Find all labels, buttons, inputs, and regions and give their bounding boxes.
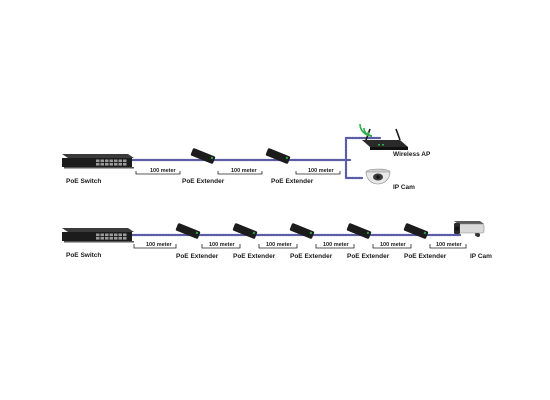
top-extender-1 <box>190 148 216 164</box>
bottom-extender-3-label: PoE Extender <box>290 253 333 260</box>
bottom-distance-bracket-5 <box>372 244 412 249</box>
wireless-ap-label: Wireless AP <box>393 151 431 158</box>
bottom-distance-bracket-1 <box>133 244 177 249</box>
top-ip-cam-label: IP Cam <box>393 184 415 191</box>
top-extender-2-label: PoE Extender <box>271 178 314 185</box>
bottom-extender-5 <box>403 223 429 239</box>
bottom-distance-label-1: 100 meter <box>146 242 173 248</box>
bottom-extender-5-label: PoE Extender <box>404 253 447 260</box>
wireless-ap-icon <box>362 128 408 150</box>
top-distance-bracket-2 <box>217 171 263 175</box>
top-extender-2 <box>265 148 291 164</box>
bottom-distance-label-4: 100 meter <box>323 242 350 248</box>
bottom-extender-4 <box>346 223 372 239</box>
top-cables <box>130 136 382 180</box>
top-extender-1-label: PoE Extender <box>182 178 225 185</box>
bullet-camera-icon <box>454 221 485 237</box>
bottom-distance-label-2: 100 meter <box>209 242 236 248</box>
bottom-distance-bracket-6 <box>429 244 467 249</box>
top-distance-label-2: 100 meter <box>231 168 258 174</box>
bottom-distance-label-6: 100 meter <box>436 242 463 248</box>
bottom-extender-2-label: PoE Extender <box>233 253 276 260</box>
wifi-signal-icon <box>359 123 373 137</box>
bottom-switch-ports-icon <box>96 233 127 240</box>
bottom-extender-3 <box>289 223 315 239</box>
bottom-distance-bracket-4 <box>315 244 355 249</box>
top-row: PoE Switch PoE Extender PoE Extender 100… <box>62 123 431 191</box>
top-distance-label-1: 100 meter <box>150 168 177 174</box>
bottom-poe-switch <box>62 228 134 243</box>
dome-camera-icon <box>365 168 391 185</box>
top-distance-bracket-3 <box>295 171 341 175</box>
bottom-distance-label-3: 100 meter <box>266 242 293 248</box>
top-distance-label-3: 100 meter <box>308 168 335 174</box>
top-switch-ports-icon <box>96 159 127 166</box>
bottom-distance-bracket-3 <box>258 244 298 249</box>
top-poe-switch <box>62 154 134 169</box>
bottom-extender-1-label: PoE Extender <box>176 253 219 260</box>
bottom-distance-label-5: 100 meter <box>380 242 407 248</box>
bottom-switch-label: PoE Switch <box>66 252 101 259</box>
bottom-extender-2 <box>232 223 258 239</box>
bottom-row: PoE Switch PoE Extender PoE Extender PoE… <box>62 221 492 260</box>
top-distance-bracket-1 <box>135 171 181 175</box>
bottom-extender-1 <box>175 223 201 239</box>
bottom-ip-cam-label: IP Cam <box>470 253 492 260</box>
bottom-extender-4-label: PoE Extender <box>347 253 390 260</box>
bottom-distance-bracket-2 <box>201 244 241 249</box>
top-switch-label: PoE Switch <box>66 178 101 185</box>
